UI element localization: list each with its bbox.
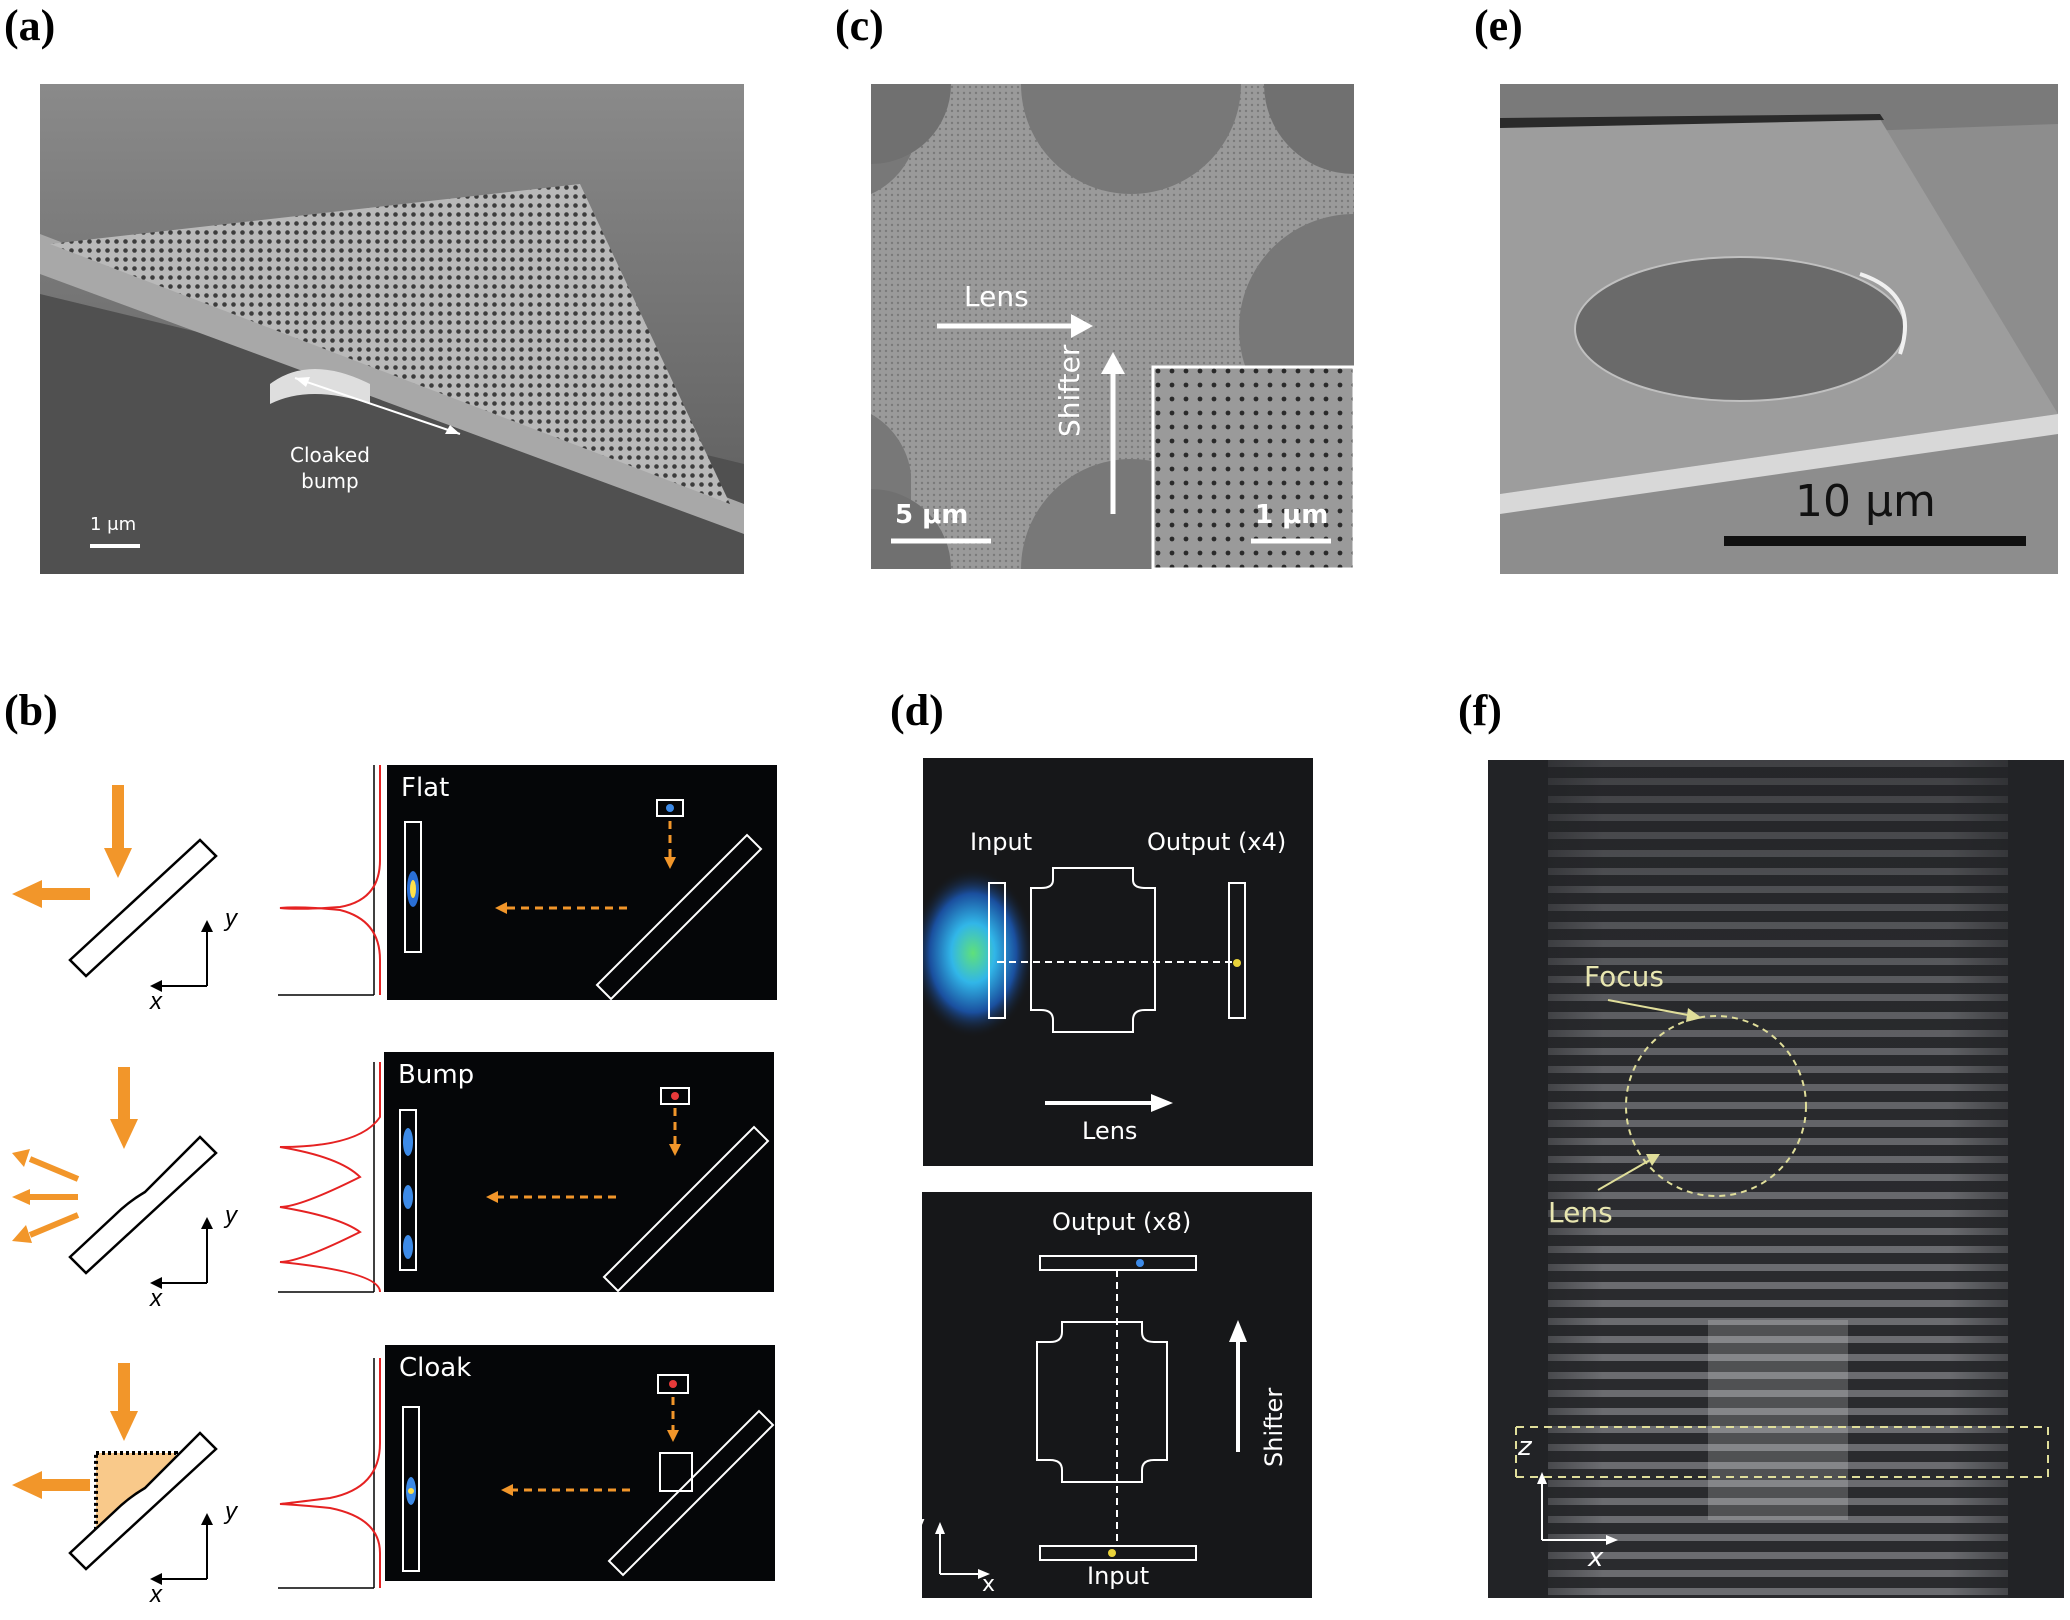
axis-y-b1: y — [225, 905, 237, 932]
panel-label-a: (a) — [4, 1, 56, 50]
input-label-d-top: Input — [970, 828, 1033, 856]
scale-bar-label-c: 5 μm — [895, 500, 969, 530]
cloaked-bump-annotation: Cloaked bump — [290, 443, 370, 493]
axis-y-d: y — [922, 1512, 925, 1537]
axis-x-d: x — [982, 1572, 996, 1597]
axis-x-b1: x — [150, 988, 162, 1015]
axis-x-f: x — [1588, 1543, 1604, 1573]
axis-y-b3: y — [225, 1498, 237, 1525]
panel-label-b: (b) — [4, 686, 58, 735]
panel-label-d: (d) — [890, 686, 944, 735]
scale-bar-label-c-inset: 1 μm — [1255, 500, 1329, 530]
field-map-lens: Input Output (x4) Lens — [923, 758, 1313, 1166]
panel-label-f: (f) — [1458, 686, 1502, 735]
sem-image-lens-10um: 10 μm — [1500, 84, 2058, 574]
field-map-shifter: Output (x8) Input Shifter y x — [922, 1192, 1312, 1598]
field-map-cloak: Cloak — [385, 1345, 775, 1581]
axis-x-b3: x — [150, 1581, 162, 1608]
field-map-flat: Flat — [387, 765, 777, 1000]
axis-y-b2: y — [225, 1202, 237, 1229]
shifter-label-c: Shifter — [1053, 344, 1086, 437]
field-map-bump: Bump — [384, 1052, 774, 1292]
focus-label-f: Focus — [1584, 960, 1664, 993]
sem-image-cloaked-bump: Cloaked bump 1 μm — [40, 84, 744, 574]
shifter-arrow-label-d: Shifter — [1260, 1387, 1288, 1467]
panel-b-schematics: y x y x y x — [0, 760, 800, 1620]
row-tag-flat: Flat — [401, 773, 450, 803]
output-label-d-top: Output (x4) — [1147, 828, 1287, 856]
output-label-d-bottom: Output (x8) — [1052, 1208, 1192, 1236]
lens-label-c: Lens — [964, 280, 1029, 313]
scale-bar-label-e: 10 μm — [1795, 476, 1936, 527]
lens-label-f: Lens — [1548, 1196, 1613, 1229]
field-map-lens-focus: Focus Lens z x — [1488, 760, 2064, 1598]
axis-z-f: z — [1518, 1432, 1532, 1462]
input-label-d-bottom: Input — [1087, 1562, 1150, 1590]
row-tag-cloak: Cloak — [399, 1353, 472, 1383]
scale-bar-label-a: 1 μm — [90, 514, 137, 535]
lens-arrow-label-d: Lens — [1082, 1117, 1138, 1145]
sem-image-lens-shifter: Lens Shifter 5 μm 1 μm — [871, 84, 1354, 569]
panel-label-c: (c) — [835, 1, 884, 50]
panel-label-e: (e) — [1474, 1, 1523, 50]
axis-x-b2: x — [150, 1285, 162, 1312]
row-tag-bump: Bump — [398, 1060, 475, 1090]
